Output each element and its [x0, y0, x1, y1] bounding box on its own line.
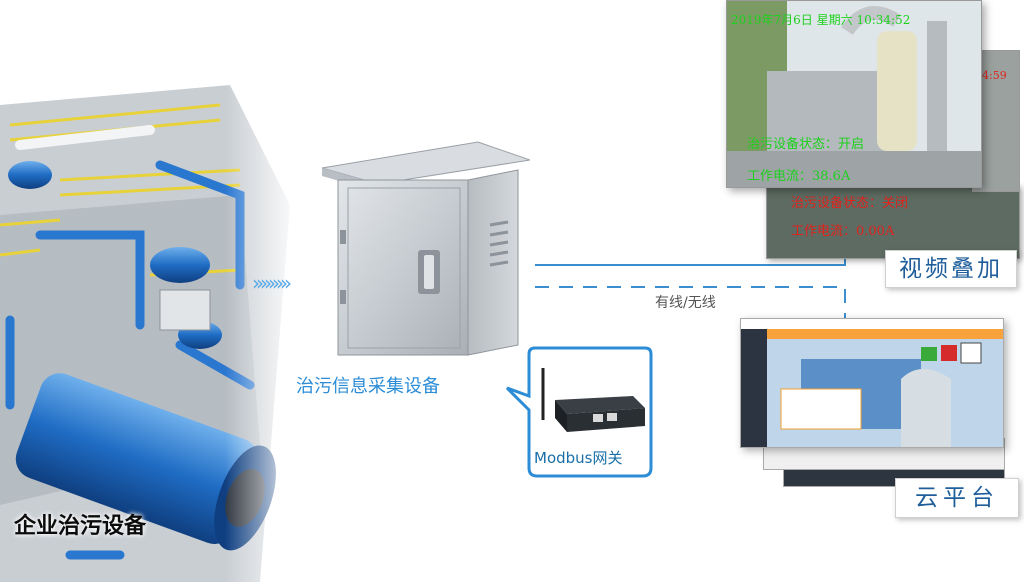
cloud-platform-title: 云平台 — [895, 478, 1019, 518]
video-overlay-title: 视频叠加 — [885, 250, 1017, 288]
plant-illustration — [0, 85, 300, 582]
current-off-text: 工作电流：0.00A — [791, 224, 895, 239]
side-time-text: 34:59 — [975, 69, 1007, 82]
cabinet-label: 治污信息采集设备 — [296, 376, 440, 397]
factory-photo — [727, 1, 981, 187]
platform-screenshot — [741, 319, 1003, 447]
wireless-line — [535, 286, 846, 318]
link-label: 有线/无线 — [655, 295, 716, 311]
status-on-text: 治污设备状态：开启 — [747, 137, 865, 152]
timestamp-text: 2019年7月6日 星期六 10:34:52 — [731, 13, 911, 27]
video-panel-back: 治污设备状态：关闭 工作电流：0.00A — [766, 185, 1020, 259]
collector-cabinet — [321, 141, 530, 356]
flow-arrow: ››››››››› — [252, 271, 292, 295]
current-on-text: 工作电流：38.6A — [747, 169, 851, 184]
video-panel-front: 2019年7月6日 星期六 10:34:52 治污设备状态：开启 工作电流：38… — [726, 0, 982, 188]
status-off-text: 治污设备状态：关闭 — [791, 196, 909, 211]
gateway-label: Modbus网关 — [534, 449, 623, 467]
cloud-screen-front — [740, 318, 1004, 448]
plant-label: 企业治污设备 — [14, 514, 147, 539]
gateway-bubble — [505, 346, 653, 478]
